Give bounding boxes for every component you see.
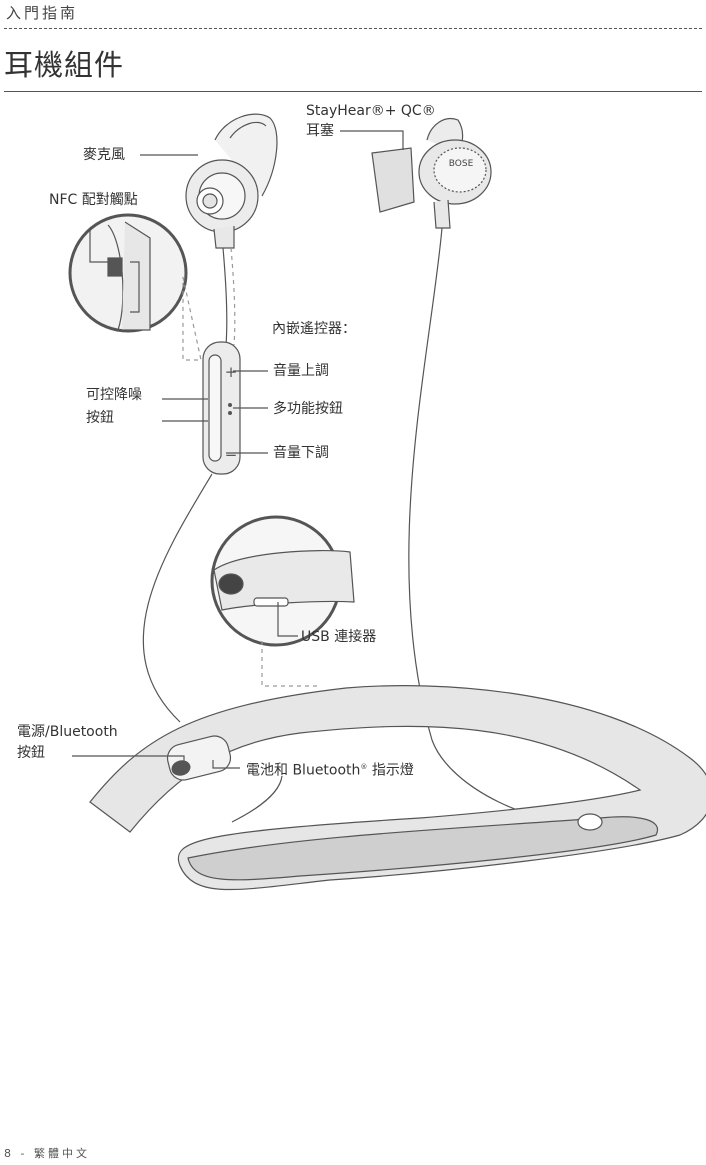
- page-footer: 8 - 繁體中文: [4, 1145, 90, 1161]
- label-volume-down: 音量下調: [273, 445, 329, 461]
- label-power-line2: 按鈕: [17, 745, 45, 761]
- nfc-inset: [68, 213, 202, 361]
- right-earbud: BOSE: [371, 118, 492, 229]
- left-cable: [222, 247, 228, 346]
- footer-language: 繁體中文: [33, 1147, 90, 1160]
- page-title: 耳機組件: [4, 48, 125, 82]
- leader-indicator: [212, 760, 240, 769]
- footer-separator: -: [20, 1147, 28, 1160]
- inline-remote: + −: [202, 341, 241, 475]
- label-multifunction: 多功能按鈕: [273, 401, 343, 417]
- label-nfc: NFC 配對觸點: [49, 192, 138, 208]
- title-rule: [4, 91, 702, 92]
- label-inline-remote: 內嵌遙控器：: [272, 321, 356, 337]
- label-usb: USB 連接器: [301, 629, 377, 645]
- left-earbud: [185, 113, 278, 249]
- leader-anc: [162, 398, 208, 422]
- label-power-line1: 電源/Bluetooth: [17, 724, 118, 740]
- label-anc-line2: 按鈕: [86, 410, 114, 426]
- label-indicator-prefix: 電池和 Bluetooth: [246, 762, 361, 779]
- svg-text:+: +: [225, 363, 238, 381]
- label-eartip-line1: StayHear®+ QC®: [306, 103, 436, 119]
- label-volume-up: 音量上調: [273, 363, 329, 379]
- remote-cable: [142, 473, 213, 723]
- svg-text:−: −: [225, 446, 238, 464]
- svg-text:BOSE: BOSE: [449, 159, 474, 169]
- page-number: 8: [4, 1147, 14, 1160]
- section-heading: 入門指南: [6, 4, 79, 22]
- label-indicator-reg: ®: [360, 763, 368, 771]
- leader-eartip: [340, 130, 404, 150]
- neckband: [89, 685, 706, 891]
- leader-usb: [277, 602, 298, 637]
- leader-power: [72, 755, 185, 770]
- dashed-divider: [4, 28, 702, 29]
- label-anc-line1: 可控降噪: [86, 387, 142, 403]
- label-indicator: 電池和 Bluetooth® 指示燈: [246, 758, 414, 781]
- label-microphone: 麥克風: [83, 147, 125, 163]
- usb-inset: [210, 515, 355, 687]
- label-eartip-line2: 耳塞: [306, 123, 334, 139]
- label-indicator-suffix: 指示燈: [367, 762, 414, 779]
- leader-nfc: [89, 230, 108, 263]
